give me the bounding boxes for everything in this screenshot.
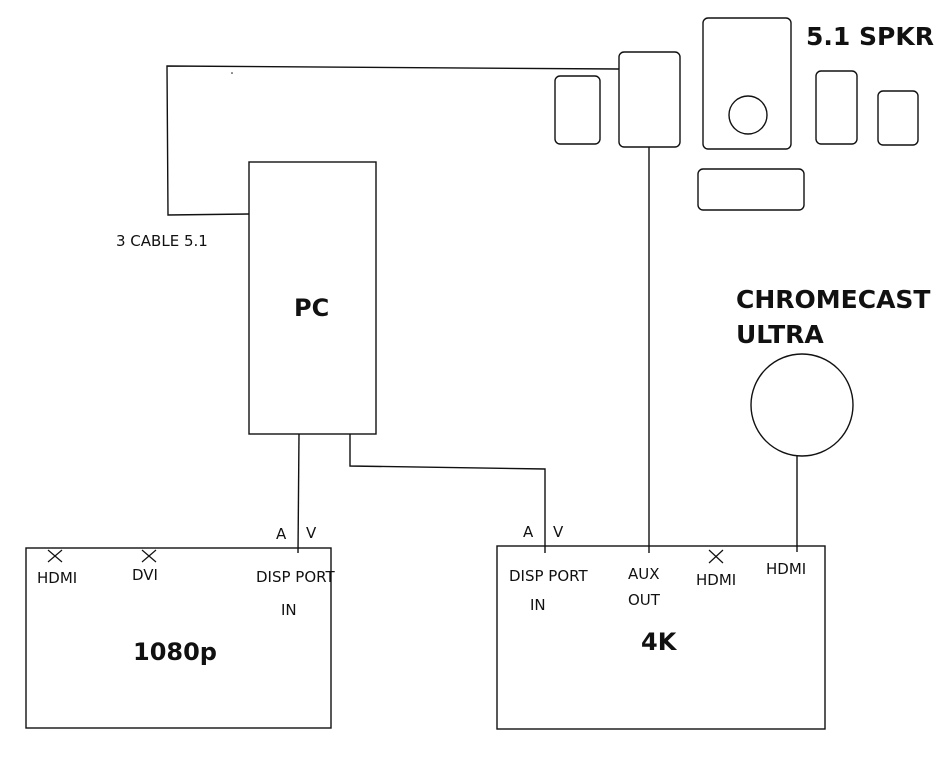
1080-port-dp-line2: IN xyxy=(281,601,297,619)
unused-marker-4k-hdmi xyxy=(708,549,724,564)
cable-label: 3 CABLE 5.1 xyxy=(116,232,208,250)
4k-port-aux-line1: AUX xyxy=(628,565,660,583)
speaker-front-right xyxy=(815,70,858,145)
4k-audio-label: A xyxy=(523,523,534,541)
speaker-rear-right xyxy=(877,90,919,146)
1080-port-hdmi: HDMI xyxy=(37,569,78,587)
cable-pc-to-4k xyxy=(349,434,546,553)
cable-pc-to-speakers xyxy=(166,65,620,216)
chromecast-label-line1: CHROMECAST xyxy=(736,285,931,314)
unused-marker-1080-dvi xyxy=(141,549,157,563)
4k-video-label: V xyxy=(553,523,564,541)
4k-port-dp-line2: IN xyxy=(530,596,546,614)
4k-port-hdmi-chromecast: HDMI xyxy=(766,560,807,578)
chromecast-device xyxy=(750,353,854,457)
monitor-4k-label: 4K xyxy=(641,628,677,656)
pc-label: PC xyxy=(294,294,330,322)
1080-video-label: V xyxy=(306,524,317,542)
4k-port-aux-line2: OUT xyxy=(628,591,660,609)
speaker-front-left xyxy=(554,75,601,145)
1080-port-dp-line1: DISP PORT xyxy=(256,568,335,586)
speaker-center-amp xyxy=(618,51,681,148)
monitor-1080p-box xyxy=(25,547,332,729)
subwoofer-driver xyxy=(728,95,768,135)
4k-port-hdmi-unused: HDMI xyxy=(696,571,737,589)
1080-port-dvi: DVI xyxy=(132,566,158,584)
monitor-4k-box xyxy=(496,545,826,730)
monitor-1080p-label: 1080p xyxy=(133,638,217,666)
subwoofer xyxy=(702,17,792,150)
unused-marker-1080-hdmi xyxy=(47,549,63,563)
chromecast-label-line2: ULTRA xyxy=(736,320,824,349)
pc-box xyxy=(248,161,377,435)
speakers-title: 5.1 SPKR xyxy=(806,22,934,51)
cable-pc-to-1080p xyxy=(297,433,300,554)
1080-audio-label: A xyxy=(276,525,287,543)
4k-port-dp-line1: DISP PORT xyxy=(509,567,588,585)
speaker-center-bar xyxy=(697,168,805,211)
